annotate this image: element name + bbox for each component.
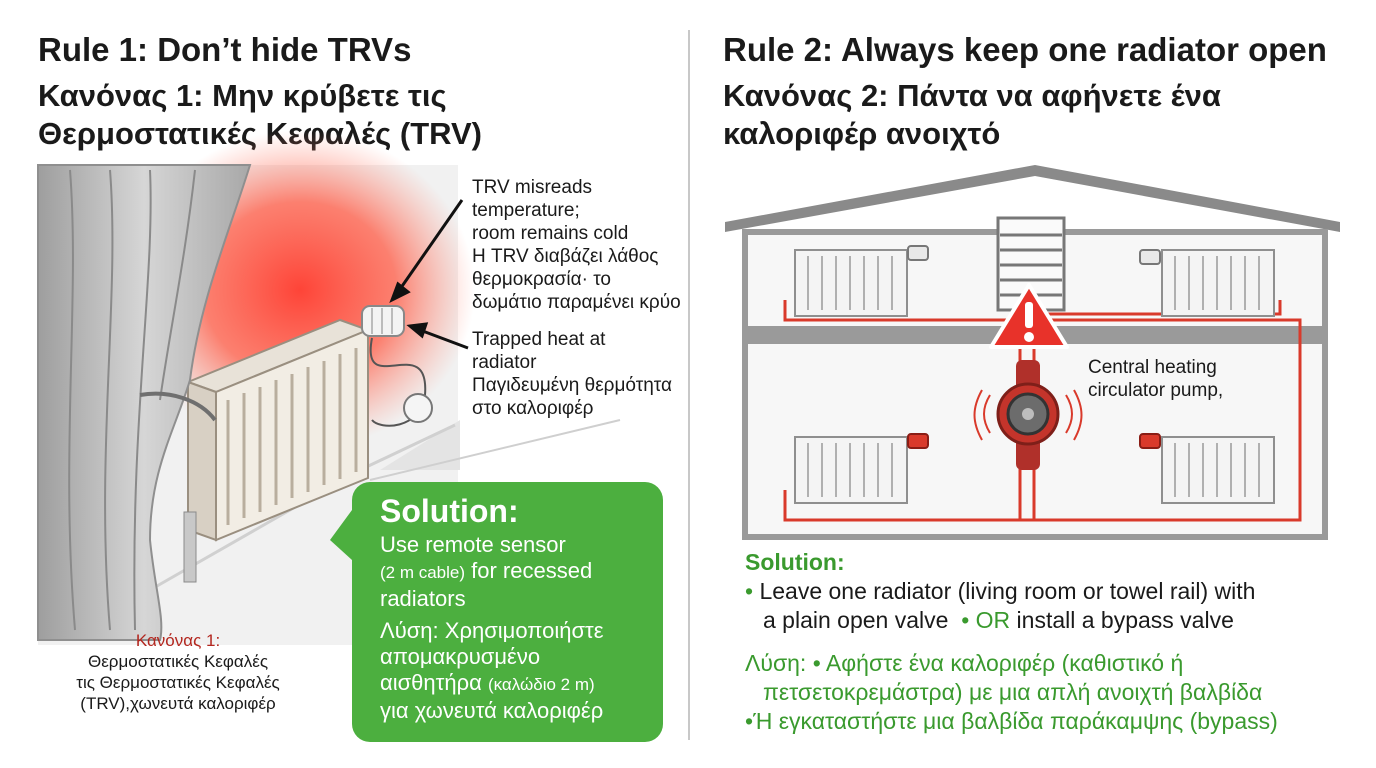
rule1-title-en: Rule 1: Don’t hide TRVs — [38, 31, 412, 68]
callout-trapped-gr1: Παγιδευμένη θερμότητα — [472, 375, 673, 396]
rule2-solution-gr-b2: Ή εγκαταστήστε μια βαλβίδα παράκαμψης (b… — [753, 708, 1278, 734]
panel-divider — [688, 30, 690, 740]
rule2-solution-gr-b1l1: Αφήστε ένα καλοριφέρ (καθιστικό ή — [825, 650, 1184, 676]
rule2-solution-gr-bullet2: •Ή εγκαταστήστε μια βαλβίδα παράκαμψης (… — [745, 707, 1365, 736]
trv-head-icon — [907, 433, 929, 449]
rule1-solution-en2-small: (2 m cable) — [380, 563, 466, 582]
rule1-solution-en2-rest: for recessed — [465, 558, 593, 583]
radiator-icon — [1139, 433, 1275, 504]
rule2-solution-b1l2-rest: install a bypass valve — [1016, 607, 1234, 633]
rule2-solution-or: OR — [975, 607, 1011, 633]
bullet-icon: • — [812, 650, 821, 676]
rule2-solution-gr-b1l2: πετσετοκρεμάστρα) με μια απλή ανοιχτή βα… — [763, 679, 1263, 705]
callout-trapped: Trapped heat at radiator Παγιδευμένη θερ… — [472, 328, 672, 420]
rule1-caption-line2: Θερμοστατικές Κεφαλές — [87, 652, 269, 671]
rule2-solution-gr-line1: Λύση: • Αφήστε ένα καλοριφέρ (καθιστικό … — [745, 649, 1365, 678]
callout-misreads: TRV misreads temperature; room remains c… — [472, 176, 681, 314]
rule2-solution-bullet1-line2: a plain open valve • OR install a bypass… — [745, 606, 1365, 635]
callout-trapped-en1: Trapped heat at — [472, 329, 606, 350]
bullet-icon: • — [961, 607, 970, 633]
rule1-solution-gr3-small: (καλώδιο 2 m) — [487, 675, 595, 694]
rule2-solution-bullet1-line1: • Leave one radiator (living room or tow… — [745, 577, 1365, 606]
rule1-solution-bubble: Solution: Use remote sensor (2 m cable) … — [352, 482, 663, 742]
rule1-solution-en3: radiators — [380, 586, 466, 611]
rule2-solution-b1l2-text: a plain open valve — [763, 607, 949, 633]
rule1-solution-en1: Use remote sensor — [380, 532, 566, 557]
rule2-solution: Solution: • Leave one radiator (living r… — [745, 548, 1365, 736]
rule2-solution-heading: Solution: — [745, 549, 845, 575]
rule1-solution-en2: (2 m cable) for recessed — [380, 558, 647, 586]
rule1-caption-line3: τις Θερμοστατικές Κεφαλές — [76, 673, 280, 692]
rule1-caption-line1: Κανόνας 1: — [135, 631, 221, 650]
bullet-icon: • — [745, 708, 754, 734]
radiator-icon — [794, 245, 929, 317]
callout-trapped-en2: radiator — [472, 352, 537, 373]
sensor-cable — [369, 337, 427, 427]
circulator-pump-icon — [973, 360, 1083, 470]
callout-misreads-en1: TRV misreads — [472, 177, 593, 198]
trv-head-icon — [361, 305, 405, 337]
curtain — [37, 164, 252, 641]
callout-trapped-gr2: στο καλοριφέρ — [472, 398, 594, 419]
radiator-icon — [794, 433, 929, 504]
callout-misreads-en3: room remains cold — [472, 223, 629, 244]
arrow-icon — [389, 199, 469, 350]
radiator-icon — [183, 318, 371, 583]
trv-head-icon — [1139, 249, 1161, 265]
rule2-title-gr-line2: καλοριφέρ ανοιχτό — [723, 116, 1001, 151]
callout-misreads-en2: temperature; — [472, 200, 580, 221]
remote-sensor-icon — [403, 393, 433, 423]
rule1-title-gr-line1: Κανόνας 1: Μην κρύβετε τις — [38, 78, 447, 113]
rule2-title-gr-line1: Κανόνας 2: Πάντα να αφήνετε ένα — [723, 78, 1221, 113]
warning-triangle-icon — [989, 283, 1069, 349]
rule2-solution-b1l1-text: Leave one radiator (living room or towel… — [759, 578, 1256, 604]
rule2-solution-gr-label: Λύση: — [745, 650, 807, 676]
trv-head-icon — [1139, 433, 1161, 449]
rule1-solution-heading: Solution: — [380, 493, 519, 529]
callout-misreads-gr1: Η TRV διαβάζει λάθος — [472, 246, 659, 267]
rule2-house-diagram — [725, 165, 1340, 540]
rule1-solution-gr4: για χωνευτά καλοριφέρ — [380, 698, 604, 723]
rule2-title-en: Rule 2: Always keep one radiator open — [723, 31, 1327, 68]
rule1-solution-gr1: Λύση: Χρησιμοποιήστε — [380, 618, 604, 643]
solution-bubble-tail — [330, 510, 352, 560]
pump-label-line2: circulator pump, — [1088, 380, 1224, 401]
bullet-icon: • — [745, 578, 754, 604]
callout-misreads-gr2: θερμοκρασία· το — [472, 269, 611, 290]
radiator-icon — [1139, 249, 1275, 317]
rule1-solution-gr3-main: αισθητήρα — [380, 670, 488, 695]
rule1-solution-gr2: απομακρυσμένο — [380, 644, 541, 669]
rule1-solution-gr3: αισθητήρα (καλώδιο 2 m) — [380, 670, 647, 698]
trv-head-icon — [907, 245, 929, 261]
rule1-caption: Κανόνας 1: Θερμοστατικές Κεφαλές τις Θερ… — [38, 630, 318, 714]
rule1-caption-line4: (TRV),χωνευτά καλοριφέρ — [80, 694, 276, 713]
callout-misreads-gr3: δωμάτιο παραμένει κρύο — [472, 292, 681, 313]
pump-label: Central heating circulator pump, — [1088, 356, 1223, 402]
pump-label-line1: Central heating — [1088, 357, 1217, 378]
